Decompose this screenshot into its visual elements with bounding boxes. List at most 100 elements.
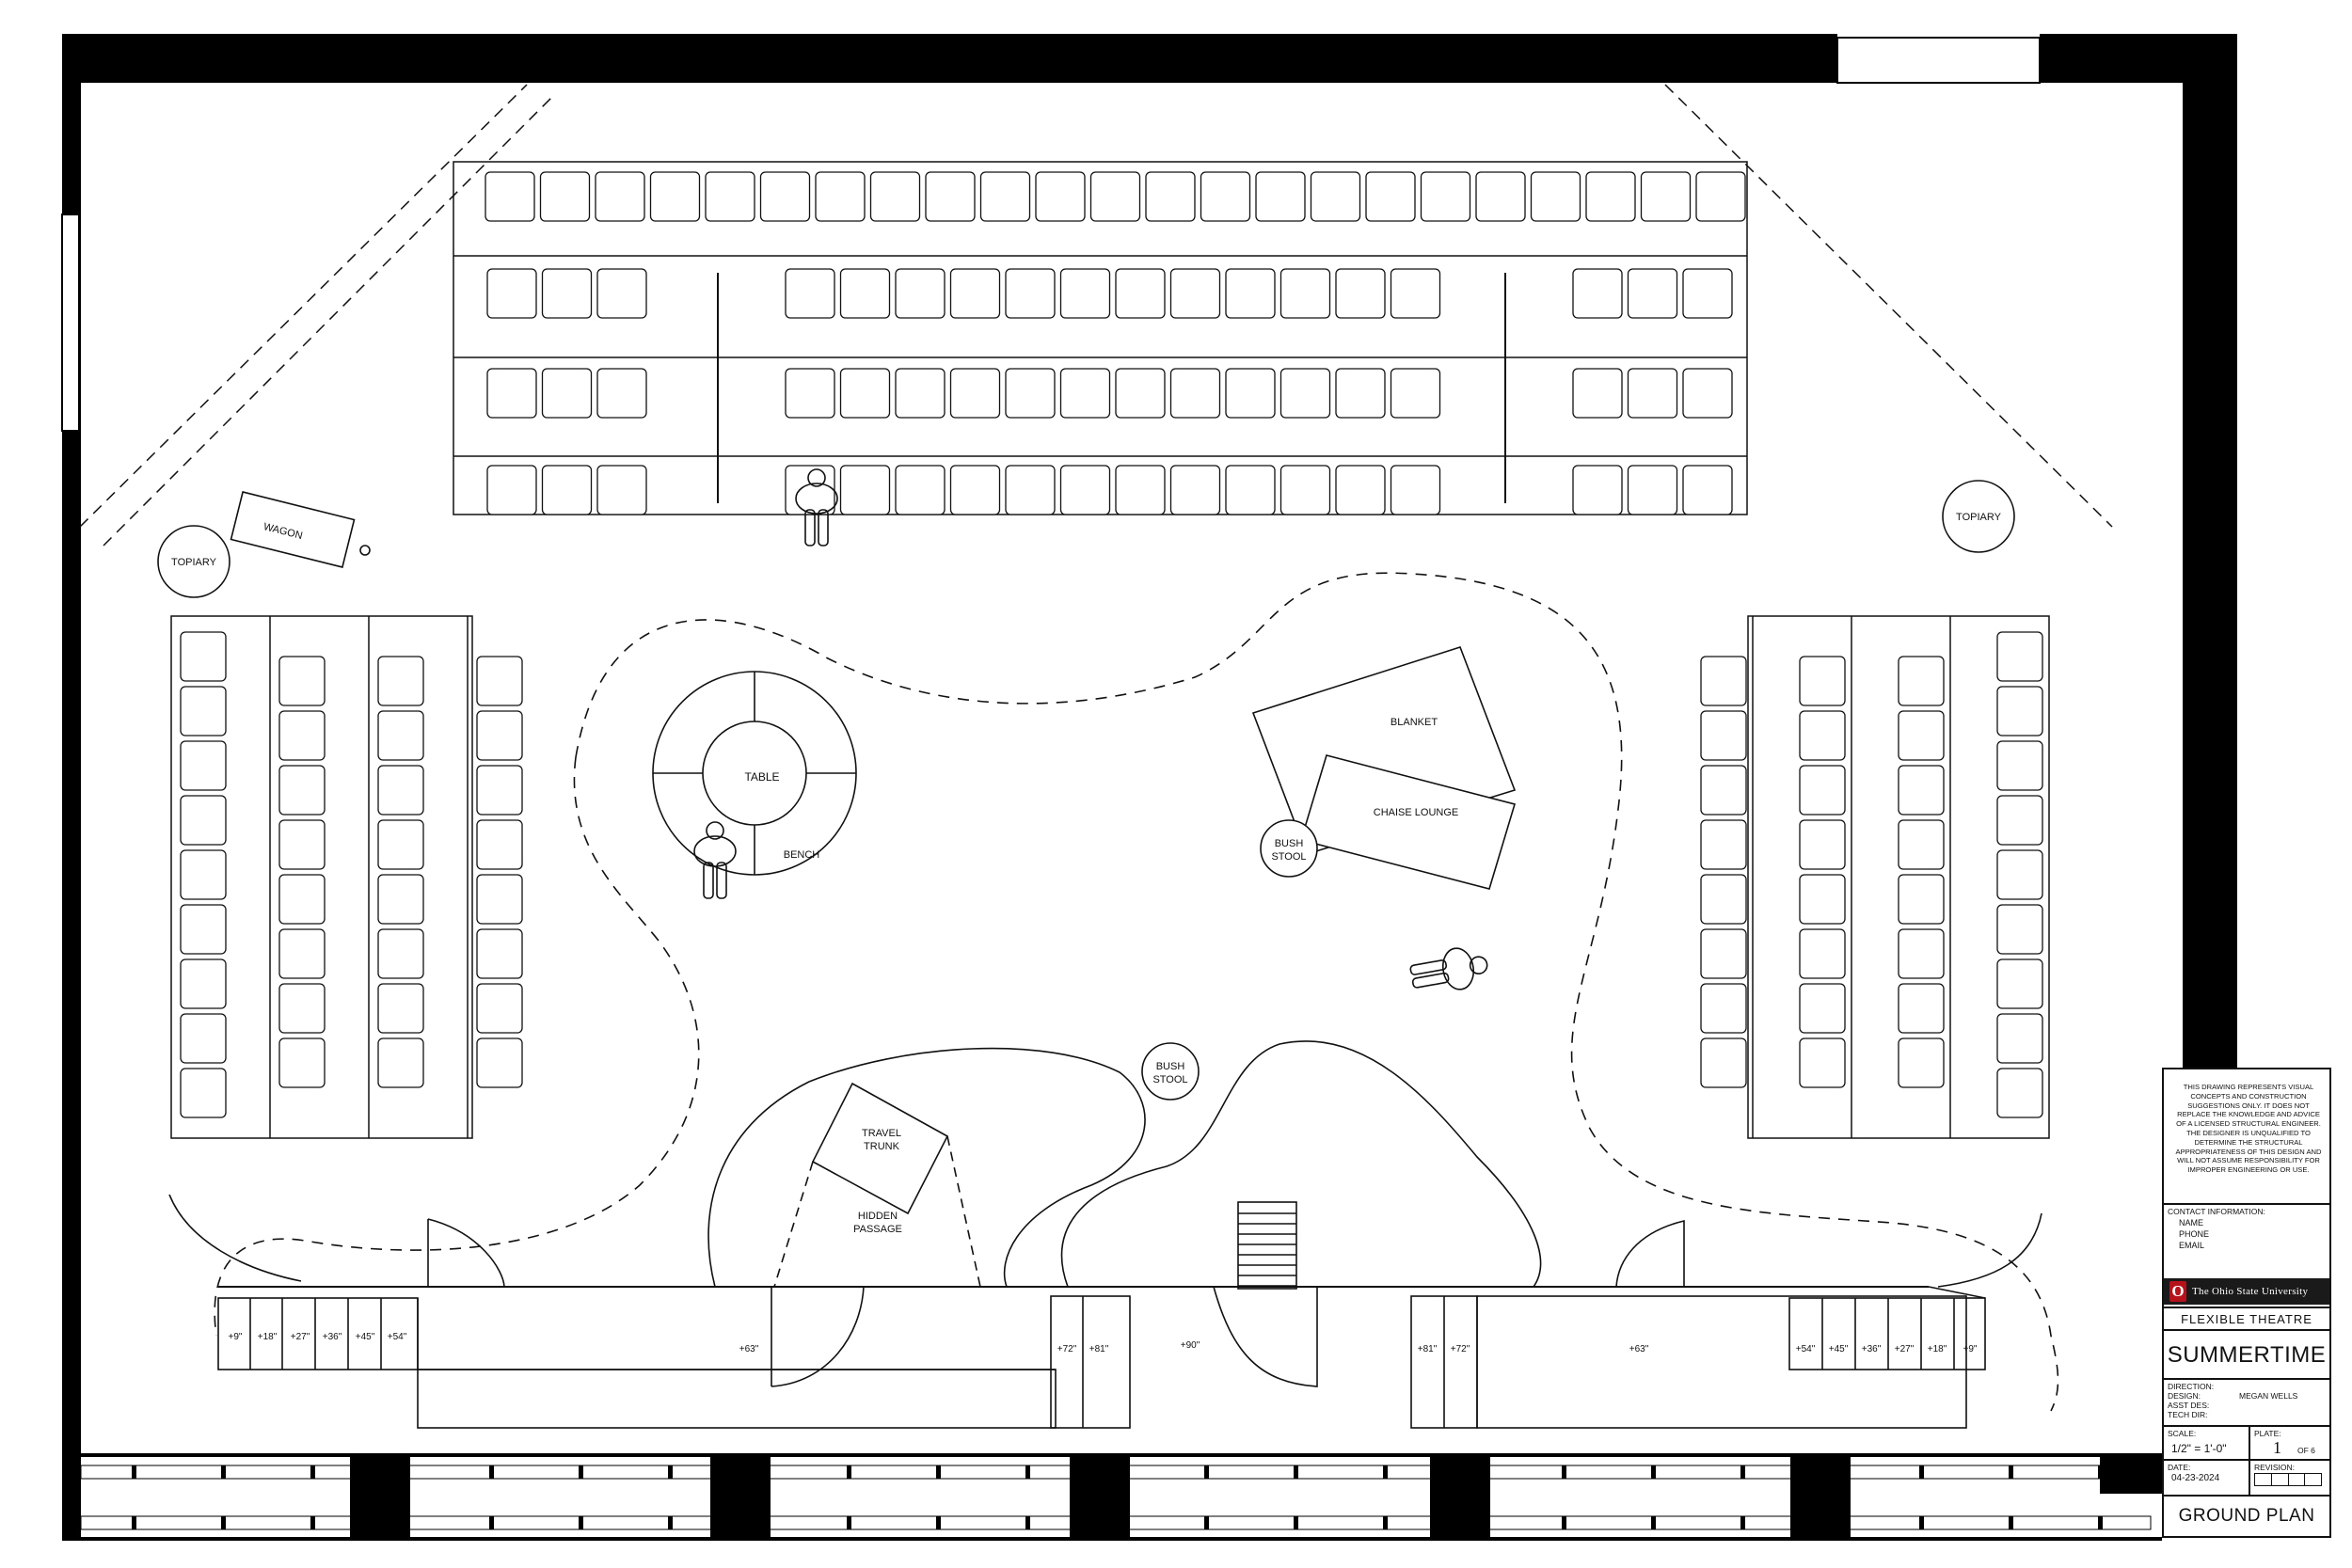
plate-label: PLATE: (2254, 1429, 2281, 1438)
side-seat (1898, 710, 1945, 761)
figure-leg (804, 509, 816, 546)
university-name: The Ohio State University (2192, 1286, 2309, 1297)
seat-row-1 (1145, 171, 1196, 222)
seat-row-2 (1335, 268, 1386, 319)
seat-row-3 (1572, 368, 1623, 419)
rail-post (2009, 1465, 2013, 1479)
seat-row-1 (1585, 171, 1636, 222)
rail-post (221, 1516, 226, 1529)
elevation-tower-left: +81" (1089, 1344, 1109, 1354)
rail-post (1919, 1465, 1924, 1479)
figure-leg (818, 509, 829, 546)
seat-row-3 (596, 368, 647, 419)
contact-name: NAME (2179, 1218, 2204, 1227)
contact-section: CONTACT INFORMATION: NAME PHONE EMAIL (2164, 1203, 2329, 1269)
stage-edge-corner (1928, 1286, 1986, 1299)
side-seat (1898, 983, 1945, 1034)
university-section: O The Ohio State University (2164, 1276, 2329, 1307)
side-seat (1799, 1037, 1846, 1088)
rail-post (1919, 1516, 1924, 1529)
title-block: THIS DRAWING REPRESENTS VISUAL CONCEPTS … (2162, 1068, 2331, 1538)
side-seat (1996, 1013, 2043, 1064)
seat-row-2 (486, 268, 537, 319)
seat-row-3 (1115, 368, 1166, 419)
elevation-left: +27" (291, 1332, 310, 1342)
seat-row-3 (839, 368, 891, 419)
side-seat (1996, 631, 2043, 682)
seat-row-1 (705, 171, 755, 222)
seat-row-2 (1005, 268, 1056, 319)
corner-pier (2100, 1456, 2162, 1494)
door-center (1213, 1286, 1318, 1387)
side-seat (180, 1013, 227, 1064)
rail-post (1740, 1516, 1745, 1529)
side-seat (1898, 1037, 1945, 1088)
seat-row-4 (1115, 465, 1166, 515)
plan-labels: WAGONTOPIARYTOPIARYTABLEBENCHBLANKETCHAI… (171, 512, 2002, 1354)
tower-left (1050, 1295, 1131, 1429)
topiary-east (1942, 480, 2015, 553)
seat-row-3 (1682, 368, 1733, 419)
contact-heading: CONTACT INFORMATION: (2168, 1207, 2265, 1216)
seat-row-4 (1627, 465, 1678, 515)
platform-left-outline (417, 1298, 1056, 1370)
door-passage (771, 1286, 865, 1387)
scale-value: 1/2" = 1'-0" (2171, 1442, 2227, 1455)
figure-shoulders (1441, 947, 1475, 990)
column (1790, 1456, 1851, 1539)
downstage-line (62, 1453, 2183, 1457)
block-o-logo-icon: O (2169, 1281, 2186, 1302)
wagon-label: WAGON (262, 521, 304, 542)
scale-plate-section: SCALE: 1/2" = 1'-0" PLATE: 1 OF 6 (2164, 1425, 2329, 1497)
elevation-left: +45" (356, 1332, 375, 1342)
side-seat (1799, 928, 1846, 979)
seat-row-1 (979, 171, 1031, 222)
figure-leg (1409, 959, 1448, 975)
rail-post (132, 1465, 136, 1479)
show-title: SUMMERTIME (2167, 1342, 2327, 1368)
rail-post (132, 1516, 136, 1529)
side-seat (377, 710, 424, 761)
side-seat (1799, 710, 1846, 761)
side-seat (180, 958, 227, 1009)
seat-row-2 (895, 268, 946, 319)
design-value: MEGAN WELLS (2239, 1391, 2298, 1401)
north-wall (62, 34, 1837, 83)
revision-label: REVISION: (2254, 1463, 2295, 1472)
side-seat (1996, 686, 2043, 736)
elevation-tower-left: +72" (1057, 1344, 1077, 1354)
rail-post (1294, 1516, 1298, 1529)
seat-row-4 (839, 465, 891, 515)
side-seat (1898, 765, 1945, 816)
seat-row-4 (1059, 465, 1111, 515)
playing-area-boundary-west (214, 756, 700, 1337)
side-seat (1996, 795, 2043, 846)
side-riser (170, 615, 473, 1139)
rail-post (1562, 1465, 1566, 1479)
figure-leg (1411, 972, 1450, 989)
actor-figure (795, 468, 838, 546)
platform-apron-left (417, 1369, 1057, 1429)
seat-row-1 (1255, 171, 1306, 222)
side-seat (377, 656, 424, 706)
side-seat (1700, 819, 1747, 870)
bush-stool-east (1260, 819, 1318, 878)
side-seat (278, 765, 326, 816)
side-seat (1700, 1037, 1747, 1088)
blanket (1251, 646, 1517, 855)
side-seat (278, 874, 326, 925)
side-seat (377, 1037, 424, 1088)
seat-row-1 (1089, 171, 1141, 222)
side-seat (278, 656, 326, 706)
seat-row-3 (785, 368, 835, 419)
side-seat (1996, 958, 2043, 1009)
north-opening (1836, 37, 2041, 84)
west-hill (707, 1047, 1146, 1288)
date-value: 04-23-2024 (2171, 1473, 2220, 1483)
side-seat (1996, 1068, 2043, 1118)
topiary-label-east: TOPIARY (1956, 512, 2002, 523)
side-seat (1996, 904, 2043, 955)
seat-row-2 (1115, 268, 1166, 319)
figure-head (706, 821, 724, 840)
seat-row-4 (1572, 465, 1623, 515)
